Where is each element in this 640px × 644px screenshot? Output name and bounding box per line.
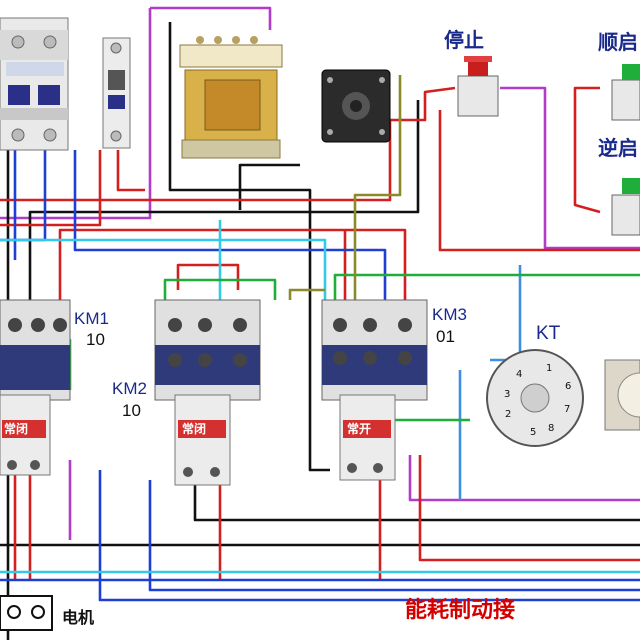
timer-pin-2: 2 <box>505 409 512 420</box>
wire-red-a <box>0 150 102 227</box>
overload-relay-km1[interactable] <box>0 394 51 476</box>
wire-blue-5 <box>148 480 640 592</box>
timer-relay-body[interactable] <box>604 359 640 431</box>
wire-purple-top <box>150 6 272 30</box>
wire-red-b <box>116 150 145 192</box>
stop-button[interactable] <box>457 56 499 117</box>
wire-black-mid <box>238 163 300 210</box>
wire-purple-left <box>0 8 152 220</box>
timer-relay-socket[interactable] <box>486 349 584 447</box>
km2-label: KM2 <box>112 379 147 398</box>
timer-pin-6: 6 <box>565 381 572 392</box>
wire-red-forward <box>573 86 601 214</box>
timer-label: KT <box>536 323 561 344</box>
wire-red-stop <box>0 86 456 202</box>
wire-lightblue-kt <box>490 265 522 362</box>
wire-cyan-1 <box>0 238 327 300</box>
km1-relay-label: 常闭 <box>4 422 29 436</box>
timer-pin-8: 8 <box>548 423 555 434</box>
overload-relay-km2[interactable] <box>174 394 231 486</box>
contactor-km3[interactable] <box>321 299 428 401</box>
control-transformer[interactable] <box>179 36 283 159</box>
motor-label: 电机 <box>62 608 95 627</box>
wire-red-km2top <box>58 228 407 335</box>
timer-pin-1: 1 <box>546 363 553 374</box>
wire-purple-bottom <box>408 455 640 502</box>
wire-olive-2 <box>288 288 325 300</box>
wire-green-1 <box>163 278 277 300</box>
wire-black-stop <box>28 100 420 300</box>
wire-blue-6 <box>98 470 640 602</box>
reverse-start-button[interactable] <box>611 178 640 236</box>
timer-pin-7: 7 <box>564 404 571 415</box>
wires <box>0 6 640 640</box>
motor-terminal-block[interactable] <box>0 595 53 631</box>
wire-olive-1 <box>353 75 402 300</box>
km3-label: KM3 <box>432 305 467 324</box>
overload-relay-km3[interactable] <box>339 394 396 481</box>
km1-label: KM1 <box>74 309 109 328</box>
forward-button-label: 顺启 <box>598 30 638 54</box>
wire-red-right <box>438 110 640 252</box>
contactor-km1[interactable] <box>0 299 71 401</box>
km1-contacts: 10 <box>86 330 105 349</box>
km3-contacts: 01 <box>436 327 455 346</box>
km2-contacts: 10 <box>122 401 141 420</box>
wire-black-top <box>168 22 330 472</box>
wire-red-km2b <box>176 263 240 290</box>
timer-pin-4: 4 <box>516 369 523 380</box>
km3-relay-label: 常开 <box>347 422 372 436</box>
wire-red-bottom <box>418 455 640 562</box>
contactor-km2[interactable] <box>154 299 261 401</box>
timer-pin-3: 3 <box>504 389 511 400</box>
bridge-rectifier[interactable] <box>321 69 391 143</box>
timer-pin-5: 5 <box>530 427 537 438</box>
forward-start-button[interactable] <box>611 64 640 121</box>
wire-blue-2 <box>73 150 387 300</box>
diagram-caption: 能耗制动接 <box>405 598 516 623</box>
km2-relay-label: 常闭 <box>182 422 207 436</box>
control-circuit-breaker[interactable] <box>102 37 131 149</box>
wire-black-km2 <box>193 470 640 522</box>
wire-purple-stop <box>500 86 640 250</box>
stop-button-label: 停止 <box>444 28 484 52</box>
wire-green-2 <box>333 273 640 300</box>
reverse-button-label: 逆启 <box>598 136 638 160</box>
main-circuit-breaker[interactable] <box>0 17 69 151</box>
